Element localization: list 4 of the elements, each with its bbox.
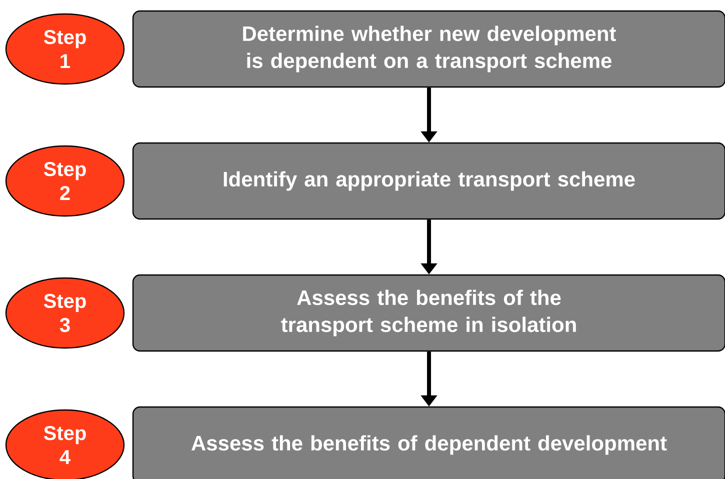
process-box: Determine whether new development is dependent on a transport scheme — [132, 10, 725, 88]
process-box: Assess the benefits of dependent development — [132, 406, 725, 479]
process-box: Assess the benefits of the transport scheme in isolation — [132, 274, 725, 352]
process-box: Identify an appropriate transport scheme — [132, 142, 725, 220]
